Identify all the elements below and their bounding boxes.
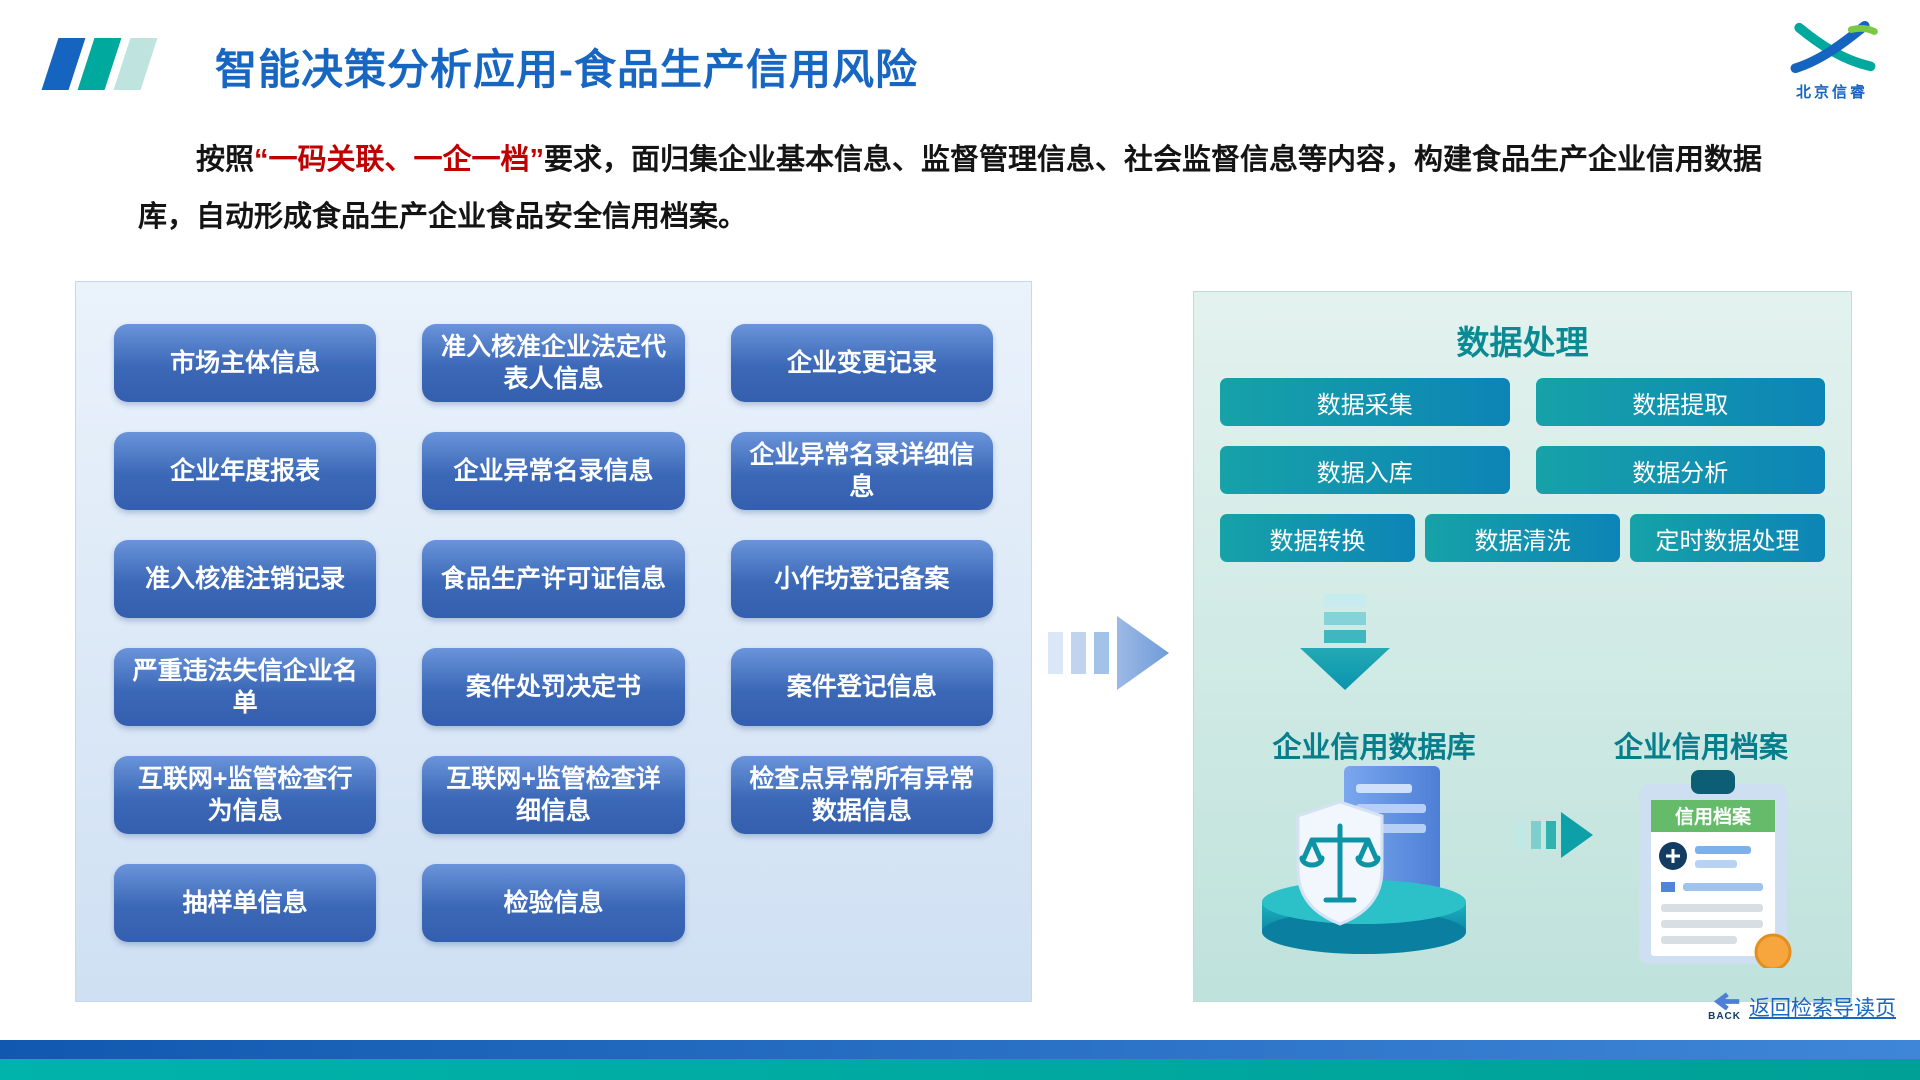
intro-prefix: 按照 [196, 144, 255, 176]
arrow-segment [1094, 632, 1109, 674]
archive-card-header [1651, 800, 1775, 832]
source-box-market-entity: 市场主体信息 [114, 324, 377, 402]
source-box-change-record: 企业变更记录 [730, 324, 993, 402]
back-to-index-link[interactable]: 返回检索导读页 [1749, 997, 1896, 1020]
down-arrow-icon [1290, 594, 1400, 690]
source-box-cancel-record: 准入核准注销记录 [114, 540, 377, 618]
data-source-grid: 市场主体信息 准入核准企业法定代表人信息 企业变更记录 企业年度报表 企业异常名… [76, 282, 1031, 942]
process-row: 数据转换 数据清洗 定时数据处理 [1220, 514, 1825, 562]
credit-archive-icon: 信用档案 [1633, 768, 1793, 973]
source-box-workshop-record: 小作坊登记备案 [730, 540, 993, 618]
archive-card-title: 信用档案 [1675, 805, 1752, 828]
flow-arrow-icon [1048, 616, 1169, 690]
intro-highlight: “一码关联、一企一档” [254, 144, 545, 176]
process-panel-title: 数据处理 [1456, 324, 1589, 361]
arrow-head [1117, 616, 1169, 690]
process-button-rows: 数据采集 数据提取 数据入库 数据分析 数据转换 数据清洗 定时数据处理 [1220, 378, 1825, 562]
process-box-collect: 数据采集 [1220, 378, 1510, 426]
source-box-dishonest-list: 严重违法失信企业名单 [114, 648, 377, 726]
arrow-segment [1071, 632, 1086, 674]
footer-bar-blue [0, 1040, 1920, 1059]
clipboard-clip-icon [1691, 770, 1735, 794]
arrow-segment [1048, 632, 1063, 674]
scales-icon [1299, 823, 1381, 903]
deco-stripe [113, 38, 158, 90]
source-box-abnormal-list: 企业异常名录信息 [422, 432, 685, 510]
intro-paragraph: 按照“一码关联、一企一档”要求，面归集企业基本信息、监督管理信息、社会监督信息等… [138, 132, 1808, 245]
source-box-penalty-decision: 案件处罚决定书 [422, 648, 685, 726]
logo-icon [1790, 20, 1878, 74]
source-box-internet-check-detail: 互联网+监管检查详细信息 [422, 756, 685, 834]
source-box-annual-report: 企业年度报表 [114, 432, 377, 510]
process-box-scheduled: 定时数据处理 [1630, 514, 1825, 562]
back-caption: BACK [1708, 1011, 1741, 1022]
logo-text: 北京信睿 [1795, 84, 1868, 101]
page-title: 智能决策分析应用-食品生产信用风险 [215, 46, 918, 93]
source-box-abnormal-detail: 企业异常名录详细信息 [730, 432, 993, 510]
data-process-panel: 数据处理 数据采集 数据提取 数据入库 数据分析 数据转换 数据清洗 定时数据处… [1193, 291, 1852, 1002]
company-logo: 北京信睿 [1772, 20, 1892, 102]
process-box-clean: 数据清洗 [1425, 514, 1620, 562]
process-box-store: 数据入库 [1220, 446, 1510, 494]
credit-database-label: 企业信用数据库 [1272, 732, 1476, 764]
source-box-internet-check-behavior: 互联网+监管检查行为信息 [114, 756, 377, 834]
arrow-segment [1516, 821, 1526, 849]
arrow-head [1300, 648, 1390, 690]
source-box-case-register: 案件登记信息 [730, 648, 993, 726]
credit-database-icon [1244, 760, 1484, 975]
arrow-segment [1531, 821, 1541, 849]
back-row: BACK 返回检索导读页 [1708, 992, 1896, 1022]
intro-suffix: 要求，面归集企业基本信息、监督管理信息、社会监督信息等内容，构建食品生产企业信用… [138, 144, 1763, 233]
data-source-panel: 市场主体信息 准入核准企业法定代表人信息 企业变更记录 企业年度报表 企业异常名… [75, 281, 1032, 1002]
arrow-segment [1546, 821, 1556, 849]
transfer-arrow-icon [1516, 812, 1593, 858]
back-arrow-icon[interactable]: BACK [1708, 992, 1741, 1022]
source-box-check-abnormal-data: 检查点异常所有异常数据信息 [730, 756, 993, 834]
coin-icon [1754, 933, 1792, 971]
footer-bar-teal [0, 1059, 1920, 1080]
process-box-transform: 数据转换 [1220, 514, 1415, 562]
arrow-head [1561, 812, 1593, 858]
source-box-license-info: 食品生产许可证信息 [422, 540, 685, 618]
source-box-legal-rep: 准入核准企业法定代表人信息 [422, 324, 685, 402]
deco-stripes [41, 38, 158, 90]
arrow-segment [1324, 630, 1366, 643]
process-box-analyze: 数据分析 [1535, 446, 1825, 494]
process-box-extract: 数据提取 [1535, 378, 1825, 426]
source-box-sampling-info: 抽样单信息 [114, 864, 377, 942]
process-row: 数据采集 数据提取 [1220, 378, 1825, 426]
source-box-inspection-info: 检验信息 [422, 864, 685, 942]
arrow-segment [1324, 612, 1366, 625]
process-row: 数据入库 数据分析 [1220, 446, 1825, 494]
arrow-segment [1324, 594, 1366, 607]
credit-archive-label: 企业信用档案 [1613, 732, 1788, 764]
